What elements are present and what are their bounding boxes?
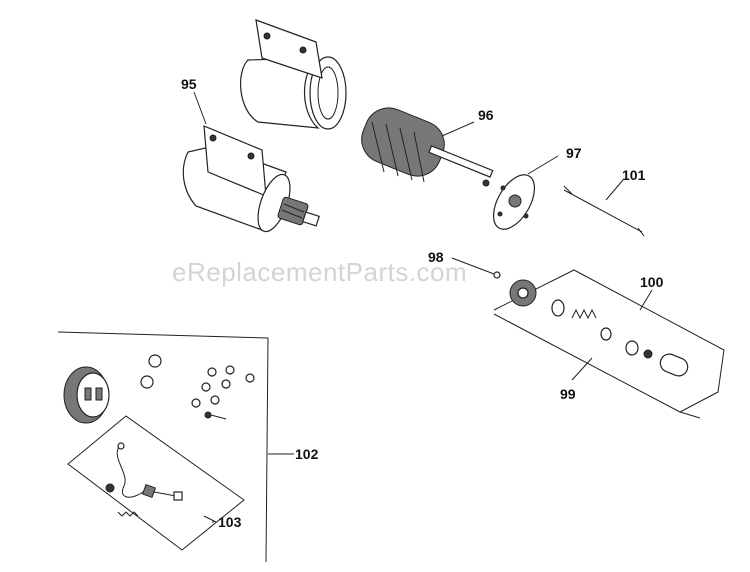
leader-lines — [193, 91, 653, 523]
callout-100: 100 — [640, 274, 664, 290]
brush-holder-kit-box-103 — [67, 415, 245, 551]
through-bolt-part-101 — [563, 185, 645, 237]
armature-part-96 — [361, 107, 494, 187]
callout-102: 102 — [295, 446, 319, 462]
callout-98: 98 — [428, 249, 444, 265]
callout-96: 96 — [478, 107, 494, 123]
callout-97: 97 — [566, 145, 582, 161]
end-plate-part-97 — [492, 174, 536, 230]
starter-motor-part-95 — [182, 125, 320, 233]
leader-103 — [203, 515, 217, 523]
leader-99 — [571, 357, 593, 381]
leader-96 — [441, 121, 475, 137]
leader-95 — [193, 91, 207, 125]
leader-97 — [527, 155, 559, 175]
callout-101: 101 — [622, 167, 646, 183]
callout-99: 99 — [560, 386, 576, 402]
bracket-sleeve-part — [240, 19, 347, 130]
callout-103: 103 — [218, 514, 242, 530]
callout-95: 95 — [181, 76, 197, 92]
leader-98 — [451, 257, 495, 275]
brush-kit-box-102 — [57, 331, 290, 563]
watermark-text: eReplacementParts.com — [172, 257, 467, 287]
drive-kit-box — [493, 269, 725, 419]
leader-101 — [605, 179, 624, 201]
leader-100 — [639, 289, 653, 311]
